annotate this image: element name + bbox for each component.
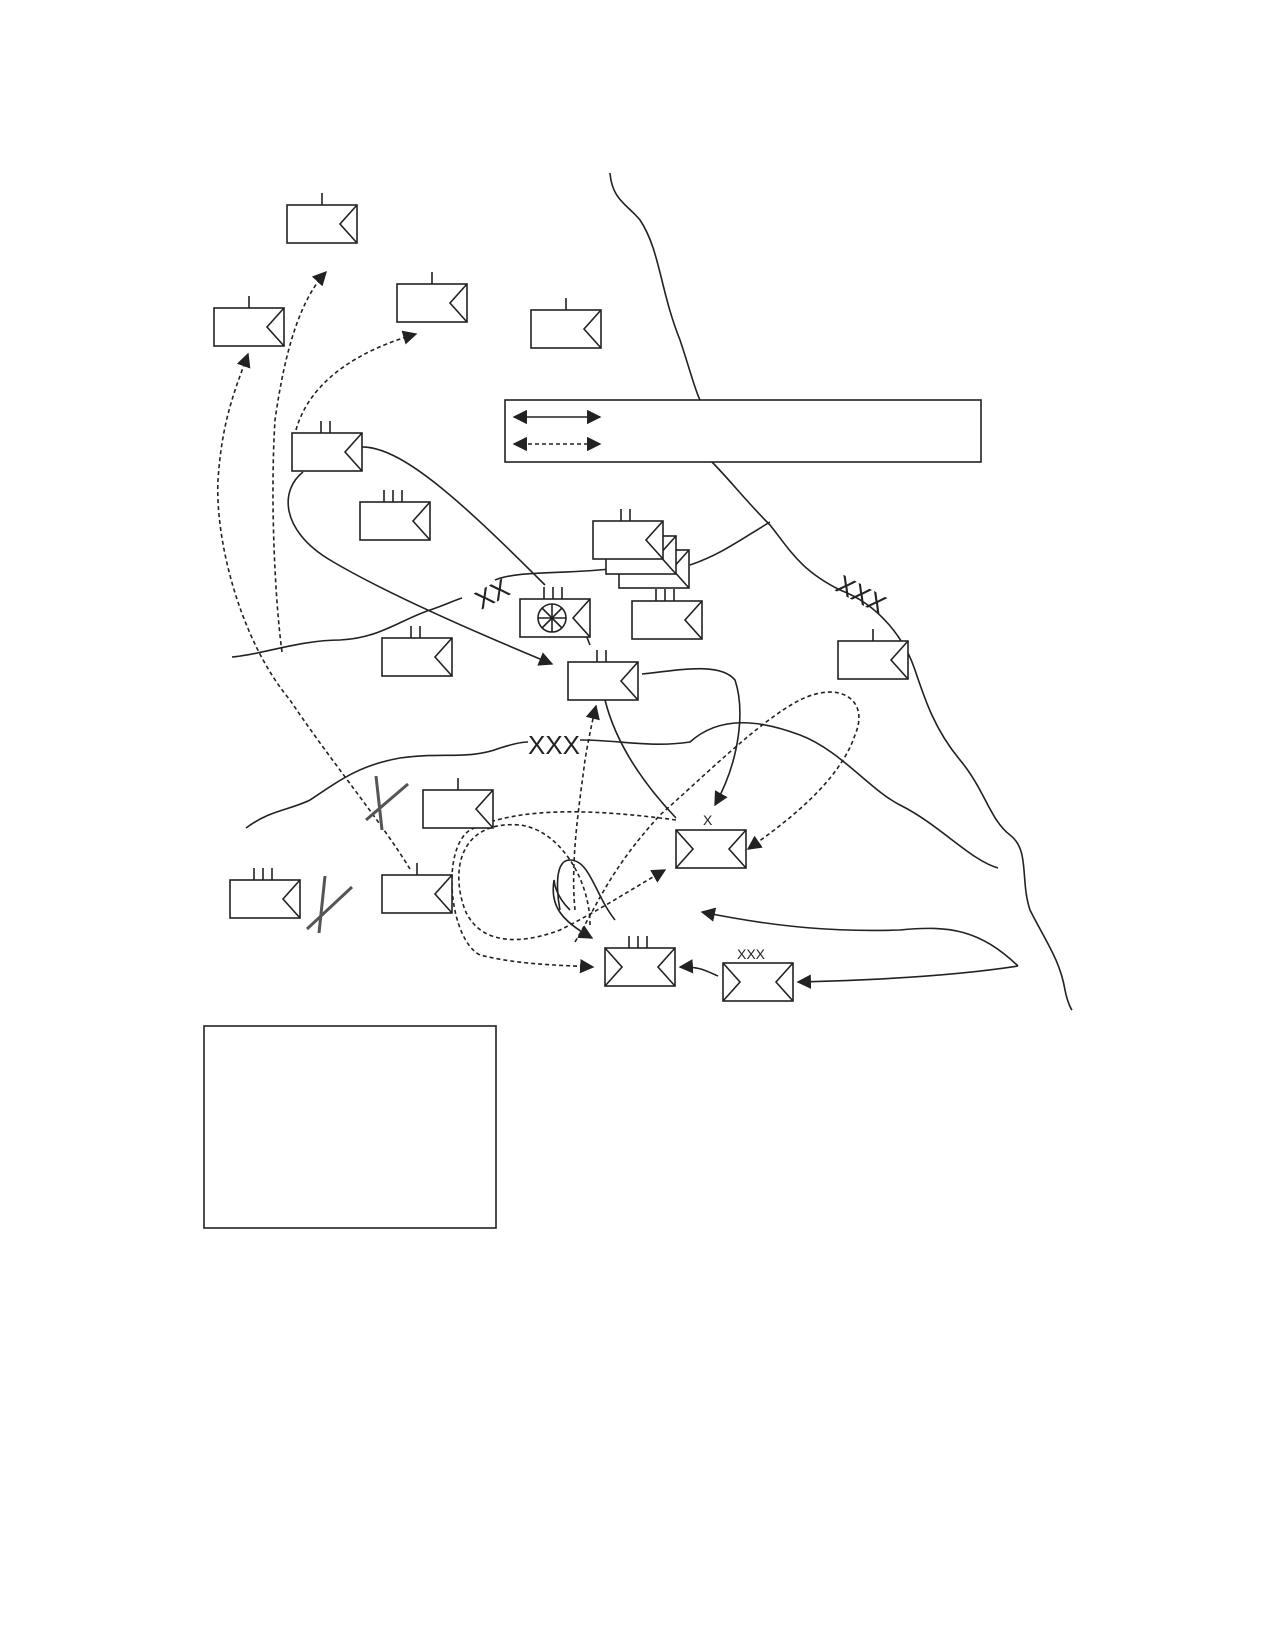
unit-link-line [689,521,771,566]
bowtie-icon [675,829,695,869]
brigade-echelon-label: X [703,812,713,828]
dashed-arrow [451,811,677,974]
strike-mark [305,885,354,931]
solid-arrow [287,471,554,666]
strike-mark [374,775,384,831]
unit-symbol[interactable] [381,626,453,677]
river-line [609,172,701,401]
unit-symbol[interactable] [631,589,703,640]
wheeled-unit-symbol[interactable] [519,587,591,638]
solid-arrow [552,879,594,939]
division-boundary-label: XX [470,573,515,616]
unit-symbol[interactable] [422,778,494,829]
strike-mark [365,782,409,822]
solid-arrow [678,959,719,977]
dashed-arrow [574,691,860,943]
strike-mark [317,875,327,934]
solid-arrow [796,965,1019,989]
dashed-arrow [458,823,667,941]
unit-symbol[interactable] [291,421,363,472]
division-boundary-line [231,597,463,658]
hq-unit-symbol[interactable] [675,829,747,869]
unit-symbol[interactable] [213,296,285,347]
hq-unit-symbol[interactable] [604,936,676,987]
unit-link-line [556,859,616,921]
solid-arrow [700,907,1019,967]
unit-stack[interactable] [592,509,690,589]
hq-unit-symbol[interactable] [722,962,794,1002]
corps-boundary-line [245,741,529,829]
empty-note-box [203,1025,497,1229]
bowtie-icon [604,947,624,987]
wheel-icon [537,603,567,633]
unit-symbol[interactable] [286,193,358,244]
legend-box [504,399,982,463]
corps-boundary-line-east [579,721,999,869]
unit-symbol[interactable] [396,272,468,323]
dashed-arrow [272,270,327,653]
dashed-arrow [295,330,418,431]
corps-boundary-label: XXX [528,730,580,760]
unit-symbol[interactable] [381,863,453,914]
unit-symbol[interactable] [837,629,909,680]
river-line-lower [709,459,1073,1011]
unit-link-line [604,699,677,819]
corps-boundary-label: XXX [831,569,891,620]
corps-echelon-label: XXX [737,946,766,962]
unit-symbol[interactable] [530,298,602,349]
bowtie-icon [722,962,742,1002]
dashed-arrow [572,704,600,911]
unit-symbol[interactable] [229,868,301,919]
solid-arrow [641,667,741,807]
unit-link-line [359,446,546,586]
unit-symbol[interactable] [567,650,639,701]
dashed-arrow [216,352,411,870]
unit-symbol[interactable] [359,490,431,541]
